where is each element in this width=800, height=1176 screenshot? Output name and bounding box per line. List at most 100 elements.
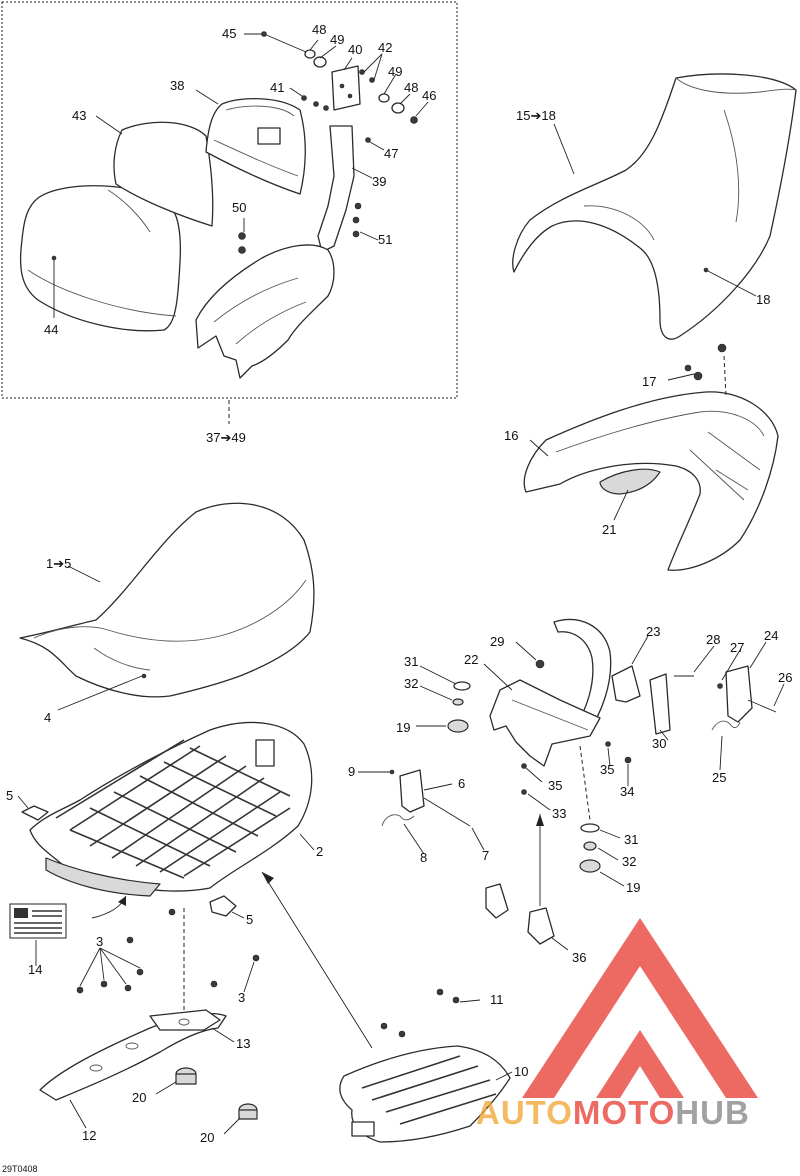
- callout-38: 38: [170, 78, 184, 93]
- callout-17: 17: [642, 374, 656, 389]
- backrest-pad: [113, 121, 214, 227]
- callout-49: 49: [388, 64, 402, 79]
- callout-8: 8: [420, 850, 427, 865]
- callout-2: 2: [316, 844, 323, 859]
- callout-19: 19: [396, 720, 410, 735]
- seat-shield-plate: [39, 1009, 227, 1101]
- backrest-cushion: [19, 185, 182, 332]
- watermark-text-moto: MOTO: [573, 1094, 675, 1131]
- callout-24: 24: [764, 628, 778, 643]
- passenger-seat-base: [523, 391, 779, 571]
- backrest-bracket: [317, 65, 361, 253]
- bolt-26: [747, 699, 777, 713]
- assembly-arrows: [91, 814, 544, 1049]
- callout-34: 34: [620, 784, 634, 799]
- floor-plate: [339, 1045, 511, 1143]
- callout-25: 25: [712, 770, 726, 785]
- watermark-logo: AUTOMOTOHUB: [476, 918, 758, 1131]
- callout-36: 36: [572, 950, 586, 965]
- callout-32: 32: [404, 676, 418, 691]
- callout-12: 12: [82, 1128, 96, 1143]
- svg-text:AUTOMOTOHUB: AUTOMOTOHUB: [476, 1094, 750, 1131]
- callout-19: 19: [626, 880, 640, 895]
- seat-support-bracket: [489, 618, 612, 767]
- callout-30: 30: [652, 736, 666, 751]
- callout-29: 29: [490, 634, 504, 649]
- callout-16: 16: [504, 428, 518, 443]
- callout-35: 35: [600, 762, 614, 777]
- callout-20: 20: [200, 1130, 214, 1145]
- backrest-frame: [205, 97, 306, 195]
- backrest-hardware: [238, 31, 418, 254]
- callout-6: 6: [458, 776, 465, 791]
- watermark-inner-mark-icon: [596, 1030, 684, 1098]
- callout-22: 22: [464, 652, 478, 667]
- callout-42: 42: [378, 40, 392, 55]
- callout-14: 14: [28, 962, 42, 977]
- rubber-mount-20: [175, 1067, 258, 1120]
- callout-32: 32: [622, 854, 636, 869]
- kit-border: [1, 1, 458, 399]
- callout-50: 50: [232, 200, 246, 215]
- callout-3: 3: [238, 990, 245, 1005]
- dash-17-16: [723, 355, 727, 397]
- callout-3: 3: [96, 934, 103, 949]
- callout-26: 26: [778, 670, 792, 685]
- callout-45: 45: [222, 26, 236, 41]
- callout-20: 20: [132, 1090, 146, 1105]
- leader-lines: [17, 33, 785, 1135]
- callout-31: 31: [404, 654, 418, 669]
- spring-25: [711, 720, 741, 731]
- callout-43: 43: [72, 108, 86, 123]
- callout-33: 33: [552, 806, 566, 821]
- callout-35: 35: [548, 778, 562, 793]
- bumper-clip-5a: [21, 805, 49, 821]
- callout-48: 48: [312, 22, 326, 37]
- latch-bracket-6: [399, 769, 425, 813]
- backrest-mount-plate: [195, 244, 335, 379]
- callout-1-5: 1➔5: [46, 556, 71, 571]
- callout-21: 21: [602, 522, 616, 537]
- callout-39: 39: [372, 174, 386, 189]
- callout-41: 41: [270, 80, 284, 95]
- callout-23: 23: [646, 624, 660, 639]
- callout-28: 28: [706, 632, 720, 647]
- callout-5: 5: [246, 912, 253, 927]
- bumper-clip-5b: [209, 895, 237, 917]
- callout-31: 31: [624, 832, 638, 847]
- callout-11: 11: [490, 992, 504, 1007]
- watermark-text-auto: AUTO: [476, 1094, 573, 1131]
- callout-49: 49: [330, 32, 344, 47]
- clips-36: [485, 883, 555, 945]
- callout-13: 13: [236, 1036, 250, 1051]
- side-brackets: [611, 665, 753, 735]
- callout-48: 48: [404, 80, 418, 95]
- drawing-code: 29T0408: [2, 1164, 38, 1174]
- callout-10: 10: [514, 1064, 528, 1079]
- passenger-seat: [512, 73, 797, 340]
- support-hardware: [389, 659, 723, 873]
- watermark-triangle-icon: [522, 918, 758, 1098]
- callout-47: 47: [384, 146, 398, 161]
- callout-15-18: 15➔18: [516, 108, 556, 123]
- callout-7: 7: [482, 848, 489, 863]
- spring-8: [381, 814, 415, 827]
- callout-9: 9: [348, 764, 355, 779]
- driver-seat: [19, 502, 315, 698]
- floor-plate-nuts: [380, 988, 460, 1038]
- seat-latch-tab: [255, 739, 275, 767]
- pan-fasteners: [76, 908, 260, 994]
- rod-7: [423, 797, 471, 827]
- callout-51: 51: [378, 232, 392, 247]
- callout-37-49: 37➔49: [206, 430, 246, 445]
- callout-4: 4: [44, 710, 51, 725]
- callout-44: 44: [44, 322, 58, 337]
- dash-31-33: [579, 745, 591, 821]
- callout-5: 5: [6, 788, 13, 803]
- callout-labels: 45 48 49 40 42 49 48 46 38 41 43 47 39 5…: [6, 22, 792, 1145]
- watermark-text-hub: HUB: [675, 1094, 750, 1131]
- seat-base-pan: [29, 721, 313, 897]
- callout-46: 46: [422, 88, 436, 103]
